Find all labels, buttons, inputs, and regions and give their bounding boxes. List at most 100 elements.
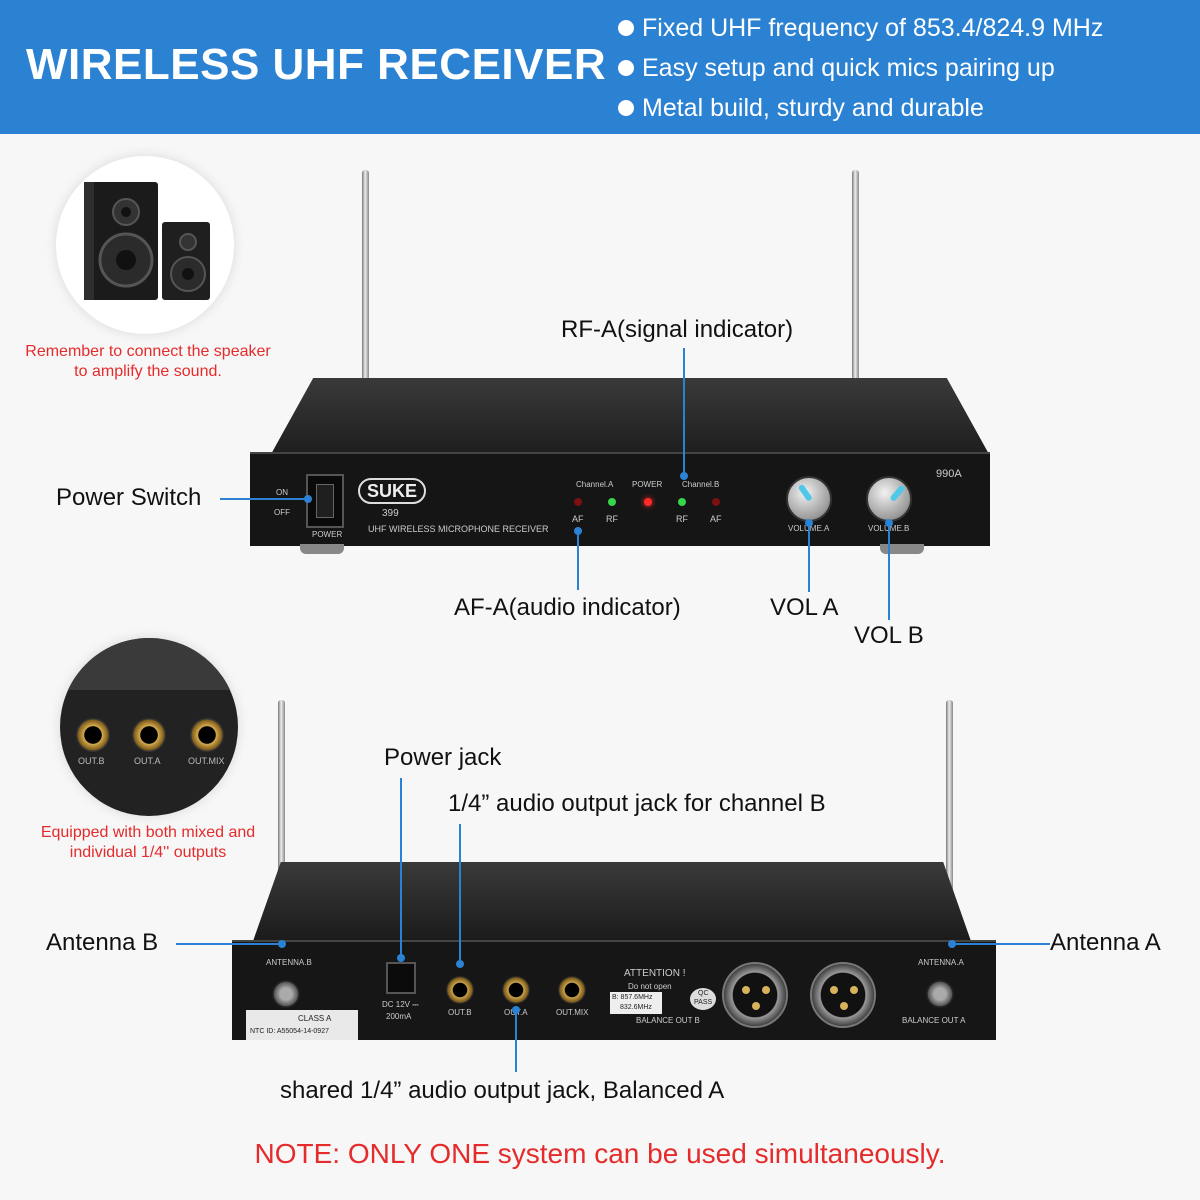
pin-icon [840, 1002, 848, 1010]
model-code: 990A [936, 468, 962, 480]
closeup-out-mix-label: OUT.MIX [188, 756, 225, 766]
outputs-note: Equipped with both mixed and individual … [40, 824, 256, 861]
rf-b-led-icon [678, 498, 686, 506]
antenna-left [362, 170, 369, 380]
vol-b-node-icon [885, 519, 893, 527]
feature-item: Fixed UHF frequency of 853.4/824.9 MHz [618, 8, 1103, 48]
dc-current: 200mA [386, 1012, 412, 1021]
shared-output-leader [515, 1010, 517, 1072]
antenna-b-connector[interactable] [272, 980, 300, 1008]
rf-a-led-icon [608, 498, 616, 506]
antenna-a-text: ANTENNA.A [918, 958, 964, 967]
power-jack-leader [400, 778, 402, 958]
speaker-icon [84, 182, 210, 300]
do-not-open-text: Do not open [628, 982, 672, 991]
power-led-label: POWER [632, 480, 663, 489]
channel-a-label: Channel.A [576, 480, 614, 489]
closeup-out-mix-jack [190, 718, 224, 752]
vol-b-leader [888, 522, 890, 620]
pin-icon [830, 986, 838, 994]
feature-item: Metal build, sturdy and durable [618, 88, 1103, 128]
antenna-a-rod [946, 700, 953, 960]
feature-list: Fixed UHF frequency of 853.4/824.9 MHz E… [618, 8, 1103, 128]
closeup-top [60, 638, 238, 690]
vol-a-leader [808, 522, 810, 592]
closeup-out-b-label: OUT.B [78, 756, 105, 766]
closeup-out-b-jack [76, 718, 110, 752]
antenna-a-leader [952, 943, 1050, 945]
shared-output-callout: shared 1/4” audio output jack, Balanced … [280, 1077, 725, 1104]
out-b-text: OUT.B [448, 1008, 472, 1017]
af-a-node-icon [574, 527, 582, 535]
qc-pass-badge: QC PASS [690, 988, 716, 1010]
rocker-icon [316, 484, 334, 518]
pin-icon [850, 986, 858, 994]
bullet-icon [618, 100, 634, 116]
pin-icon [742, 986, 750, 994]
receiver-foot [880, 544, 924, 554]
antenna-a-callout: Antenna A [1050, 929, 1161, 956]
shared-output-node-icon [512, 1006, 520, 1014]
vol-a-callout: VOL A [770, 594, 839, 621]
volume-a-knob[interactable] [786, 476, 832, 522]
outputs-closeup: OUT.B OUT.A OUT.MIX [60, 638, 238, 816]
af-b-text: AF [710, 514, 722, 524]
out-mix-jack[interactable] [558, 976, 586, 1004]
af-a-led-icon [574, 498, 582, 506]
receiver-back-top [252, 862, 972, 944]
antenna-b-callout: Antenna B [46, 929, 159, 956]
page-title: WIRELESS UHF RECEIVER [26, 40, 607, 89]
power-jack-node-icon [397, 954, 405, 962]
dc-rating: DC 12V ⎓ [382, 1000, 419, 1009]
model-number: 399 [382, 508, 399, 519]
receiver-front-top [270, 378, 990, 456]
antenna-a-connector[interactable] [926, 980, 954, 1008]
rf-b-text: RF [676, 514, 688, 524]
speaker-note: Remember to connect the speaker to ampli… [25, 343, 271, 380]
brand-logo: SUKE [358, 478, 426, 504]
antenna-b-rod [278, 700, 285, 960]
out-b-callout: 1/4” audio output jack for channel B [448, 790, 826, 817]
power-led-icon [644, 498, 652, 506]
power-switch[interactable] [306, 474, 344, 528]
off-label: OFF [274, 508, 290, 517]
rf-a-text: RF [606, 514, 618, 524]
af-a-callout: AF-A(audio indicator) [454, 594, 681, 621]
on-label: ON [276, 488, 288, 497]
balance-out-b-text: BALANCE OUT B [636, 1016, 700, 1025]
power-switch-callout: Power Switch [56, 484, 202, 511]
balance-out-a-text: BALANCE OUT A [902, 1016, 966, 1025]
antenna-b-leader [176, 943, 280, 945]
rf-a-leader [683, 348, 685, 476]
bottom-note: NOTE: ONLY ONE system can be used simult… [254, 1138, 946, 1169]
receiver-foot [300, 544, 344, 554]
rf-a-callout: RF-A(signal indicator) [561, 316, 794, 343]
out-b-leader [459, 824, 461, 964]
bullet-icon [618, 60, 634, 76]
power-jack-callout: Power jack [384, 744, 502, 771]
attention-text: ATTENTION ! [624, 968, 686, 979]
pin-icon [752, 1002, 760, 1010]
power-jack[interactable] [386, 962, 416, 994]
out-b-jack[interactable] [446, 976, 474, 1004]
knob-marker-icon [889, 484, 906, 503]
vol-a-node-icon [805, 519, 813, 527]
frequency-sticker: B: 857.6MHz 832.6MHz [610, 992, 662, 1014]
bullet-icon [618, 20, 634, 36]
balance-out-a-xlr[interactable] [810, 962, 876, 1028]
rf-a-node-icon [680, 472, 688, 480]
antenna-b-node-icon [278, 940, 286, 948]
power-switch-label: POWER [312, 530, 343, 539]
out-mix-text: OUT.MIX [556, 1008, 589, 1017]
power-switch-leader [220, 498, 310, 500]
balance-out-b-xlr[interactable] [722, 962, 788, 1028]
feature-item: Easy setup and quick mics pairing up [618, 48, 1103, 88]
out-a-jack[interactable] [502, 976, 530, 1004]
product-name: UHF WIRELESS MICROPHONE RECEIVER [368, 524, 549, 534]
pin-icon [762, 986, 770, 994]
antenna-b-text: ANTENNA.B [266, 958, 312, 967]
volume-b-knob[interactable] [866, 476, 912, 522]
antenna-right [852, 170, 859, 380]
knob-marker-icon [797, 483, 813, 502]
antenna-a-node-icon [948, 940, 956, 948]
